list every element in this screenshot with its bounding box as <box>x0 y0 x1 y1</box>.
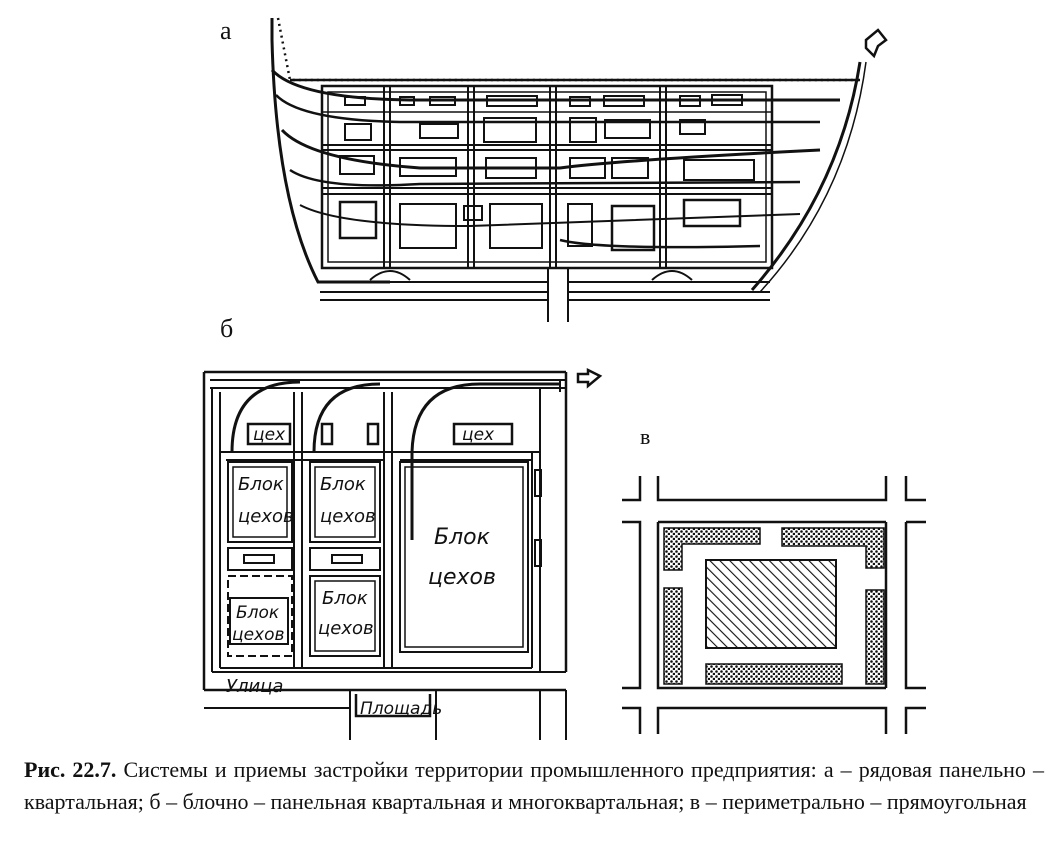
label-v: в <box>640 424 651 449</box>
workshop-label-1: цех <box>253 425 286 445</box>
diagram-a-row-panel-quarter <box>270 17 888 322</box>
label-b: б <box>220 314 234 343</box>
caption-text: Системы и приемы застройки территории пр… <box>24 757 1044 814</box>
diagram-v-perimeter-rectangular <box>622 476 926 734</box>
block-3-line2: цехов <box>428 565 496 590</box>
block-1-line2: цехов <box>238 506 294 527</box>
block-3-line1: Блок <box>434 525 491 550</box>
block-5-line1: Блок <box>322 588 368 609</box>
block-5-line2: цехов <box>318 618 374 639</box>
workshop-label-2: цех <box>462 425 495 445</box>
diagram-b-block-panel-quarter <box>202 367 603 740</box>
label-a: а <box>220 16 232 45</box>
block-4-line1: Блок <box>236 603 280 623</box>
perimeter-buildings <box>663 527 885 685</box>
block-1-line1: Блок <box>238 474 284 495</box>
street-label: Улица <box>226 676 283 697</box>
block-2-line1: Блок <box>320 474 366 495</box>
figure-caption: Рис. 22.7. Системы и приемы застройки те… <box>24 754 1044 818</box>
caption-prefix: Рис. 22.7. <box>24 757 117 782</box>
diagram-b-labels: цех цех Блок цехов Блок цехов Блок цехов… <box>226 425 496 719</box>
block-4-line2: цехов <box>232 625 285 645</box>
square-label: Площадь <box>360 699 442 719</box>
block-2-line2: цехов <box>320 506 376 527</box>
